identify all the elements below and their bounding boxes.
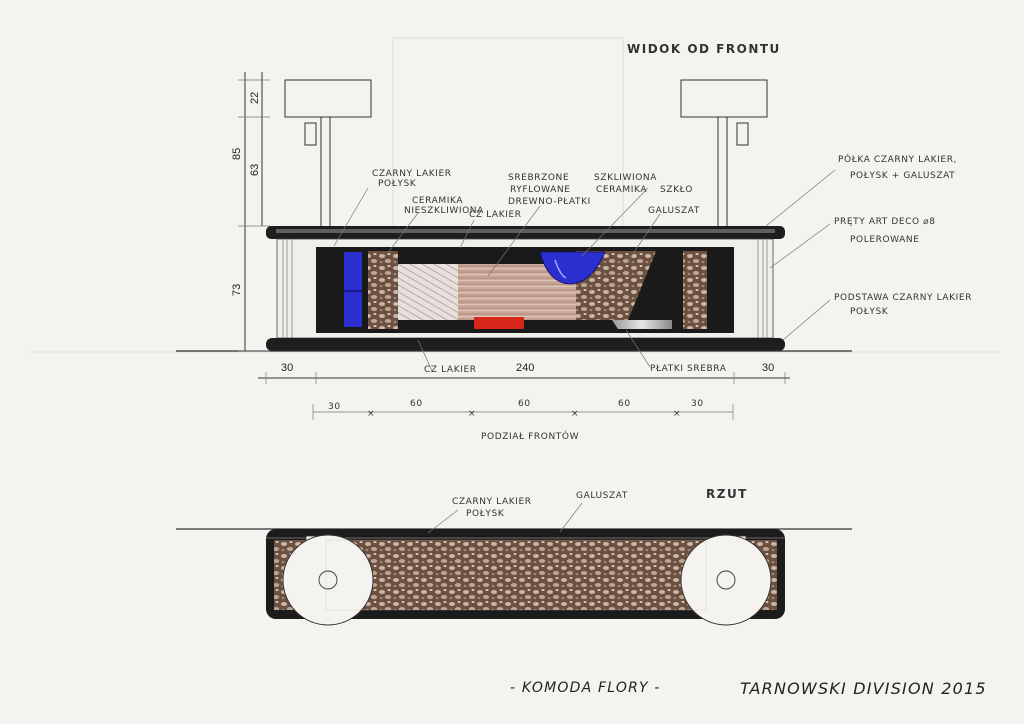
front-leaders bbox=[333, 169, 836, 372]
red-accent-handle bbox=[474, 317, 524, 329]
label-rods-1: PRĘTY ART DECO ⌀8 bbox=[834, 217, 936, 227]
label-shelf-1: PÓŁKA CZARNY LAKIER, bbox=[838, 153, 957, 165]
plan-view-cabinet bbox=[266, 529, 785, 626]
designer-signature: TARNOWSKI DIVISION 2015 bbox=[740, 679, 987, 698]
label-ceramic-2: NIESZKLIWIONA bbox=[404, 206, 484, 216]
label-silvered-1: SREBRZONE bbox=[508, 173, 569, 183]
svg-text:×: × bbox=[367, 409, 375, 419]
plan-lamp-right bbox=[680, 534, 772, 626]
right-lamp bbox=[680, 79, 768, 226]
horizontal-dimensions bbox=[258, 372, 790, 384]
dim-lamp-stem: 63 bbox=[249, 164, 261, 176]
label-black-lacquer-bottom: CZ LAKIER bbox=[424, 365, 477, 375]
plan-leaders bbox=[427, 502, 583, 534]
dim-right-side: 30 bbox=[762, 362, 774, 374]
front-division-3: 60 bbox=[518, 399, 531, 409]
base bbox=[266, 338, 785, 351]
label-galuszat: GALUSZAT bbox=[648, 206, 700, 216]
label-black-lacquer-gloss-2: POŁYSK bbox=[378, 179, 417, 189]
plan-label-galuszat: GALUSZAT bbox=[576, 491, 628, 501]
plan-title: RZUT bbox=[706, 487, 748, 501]
plan-label-black-lacquer-2: POŁYSK bbox=[466, 509, 505, 519]
label-glass: SZKŁO bbox=[660, 185, 693, 195]
label-rods-2: POLEROWANE bbox=[850, 235, 920, 245]
svg-text:×: × bbox=[468, 409, 476, 419]
label-black-lacquer-gloss-1: CZARNY LAKIER bbox=[372, 169, 452, 179]
label-shelf-2: POŁYSK + GALUSZAT bbox=[850, 171, 955, 181]
front-division-1: 30 bbox=[328, 402, 341, 412]
glazed-ceramic-bowl bbox=[539, 251, 606, 285]
dim-body-height: 73 bbox=[231, 284, 243, 296]
front-division-label: PODZIAŁ FRONTÓW bbox=[481, 430, 579, 442]
svg-text:×: × bbox=[571, 409, 579, 419]
label-silvered-3: DREWNO-PŁATKI bbox=[508, 197, 591, 207]
label-black-lacquer-top: CZ LAKIER bbox=[469, 210, 522, 220]
svg-text:×: × bbox=[673, 409, 681, 419]
dim-middle: 240 bbox=[516, 362, 534, 374]
ceramic-panel bbox=[398, 264, 458, 320]
front-view-cabinet bbox=[266, 226, 785, 351]
product-name: - KOMODA FLORY - bbox=[510, 680, 661, 696]
label-silvered-2: RYFLOWANE bbox=[510, 185, 571, 195]
label-base-2: POŁYSK bbox=[850, 307, 889, 317]
label-glazed-1: SZKLIWIONA bbox=[594, 173, 657, 183]
label-glazed-2: CERAMIKA bbox=[596, 185, 647, 195]
vertical-dimensions bbox=[238, 72, 270, 352]
dim-lamp-top: 22 bbox=[249, 92, 261, 104]
galuszat-panel-right bbox=[683, 251, 707, 329]
plan-lamp-left bbox=[282, 534, 374, 626]
dim-lamp-total: 85 bbox=[231, 148, 243, 160]
cobalt-panel-left bbox=[344, 252, 362, 327]
plan-label-black-lacquer-1: CZARNY LAKIER bbox=[452, 497, 532, 507]
front-division-4: 60 bbox=[618, 399, 631, 409]
dim-left-side: 30 bbox=[281, 362, 293, 374]
left-lamp bbox=[284, 79, 372, 226]
front-division-5: 30 bbox=[691, 399, 704, 409]
front-division-line: × × × × bbox=[312, 404, 734, 420]
label-silver-flakes: PŁATKI SREBRA bbox=[650, 364, 727, 374]
front-division-2: 60 bbox=[410, 399, 423, 409]
label-base-1: PODSTAWA CZARNY LAKIER bbox=[834, 293, 972, 303]
silver-flakes-strip bbox=[612, 320, 672, 329]
label-ceramic-1: CERAMIKA bbox=[412, 196, 463, 206]
view-title: WIDOK OD FRONTU bbox=[627, 42, 781, 56]
galuszat-panel-left bbox=[368, 251, 398, 329]
